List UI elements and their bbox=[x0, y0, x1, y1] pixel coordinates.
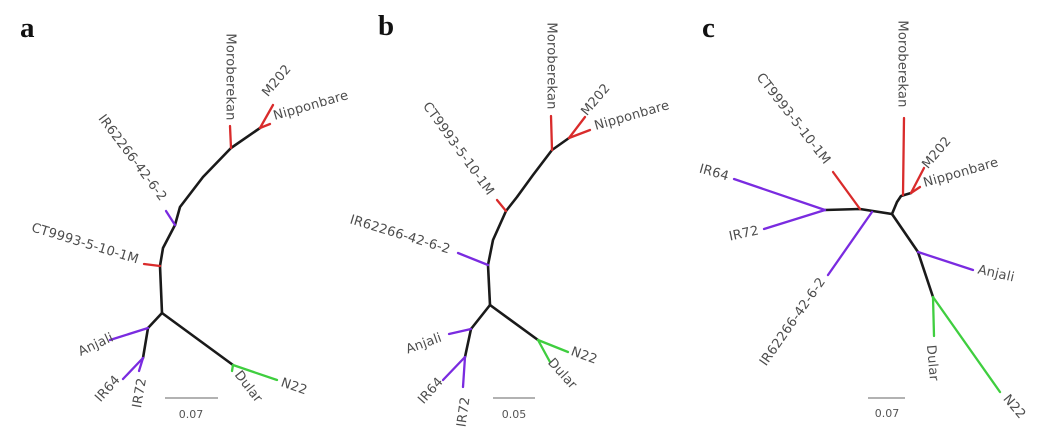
branch-c-anjali-tip bbox=[916, 250, 975, 272]
branch-b-internal-anjali-clade bbox=[469, 303, 492, 331]
branch-b-internal-ir-clade bbox=[463, 327, 473, 359]
branch-a-internal-mid bbox=[158, 223, 177, 268]
branch-a-internal-ir-clade bbox=[141, 326, 150, 360]
branch-b-anjali-tip bbox=[447, 327, 473, 336]
branch-c-m202-tip bbox=[909, 166, 926, 195]
branch-c-ct9993-tip bbox=[831, 170, 862, 211]
branch-b-ct9993-tip bbox=[495, 198, 508, 213]
branch-a-ir72-tip bbox=[137, 356, 145, 373]
branch-a-ct9993-tip bbox=[142, 262, 162, 268]
branch-c-moroberekan-tip bbox=[901, 116, 906, 197]
branch-b-nipponbare-tip bbox=[567, 128, 592, 140]
branch-c-ir62266-tip bbox=[826, 210, 874, 277]
branch-b-internal-dular-clade bbox=[488, 303, 540, 342]
branch-a-internal-lower bbox=[158, 264, 164, 315]
branch-c-internal-upper bbox=[890, 191, 913, 216]
branch-c-n22-tip bbox=[931, 295, 1002, 394]
branch-b-moroberekan-tip bbox=[549, 114, 554, 152]
branch-a-ir62266-tip bbox=[164, 209, 177, 227]
branch-c-internal-dular-clade bbox=[916, 250, 935, 299]
branch-b-dular-tip bbox=[536, 338, 552, 364]
branch-a-nipponbare-tip bbox=[258, 122, 272, 130]
branch-c-internal-horizontal bbox=[823, 207, 894, 216]
branch-a-m202-tip bbox=[258, 103, 275, 130]
branch-b-internal-lower bbox=[486, 263, 492, 307]
branch-a-ir64-tip bbox=[121, 356, 145, 381]
branch-a-internal-dular-clade bbox=[160, 311, 235, 367]
branch-a-internal-anjali-clade bbox=[146, 311, 164, 330]
branch-a-moroberekan-tip bbox=[228, 124, 233, 150]
branch-b-m202-tip bbox=[567, 115, 587, 140]
branch-c-ir72-tip bbox=[762, 208, 827, 231]
branch-c-dular-tip bbox=[931, 295, 936, 338]
branch-c-ir64-tip bbox=[732, 177, 827, 212]
branch-a-internal-upper bbox=[173, 126, 262, 227]
branch-b-ir62266-tip bbox=[456, 251, 490, 267]
branch-a-n22-tip bbox=[231, 363, 279, 382]
branch-b-internal-mid bbox=[486, 209, 508, 267]
branch-b-ir72-tip bbox=[461, 355, 467, 389]
branch-a-anjali-tip bbox=[108, 326, 150, 342]
branch-b-internal-upper bbox=[504, 136, 571, 213]
branch-c-nipponbare-tip bbox=[909, 185, 922, 195]
branch-b-n22-tip bbox=[536, 338, 570, 354]
branch-c-internal-anjali-clade bbox=[890, 212, 920, 254]
branch-b-ir64-tip bbox=[441, 355, 467, 382]
